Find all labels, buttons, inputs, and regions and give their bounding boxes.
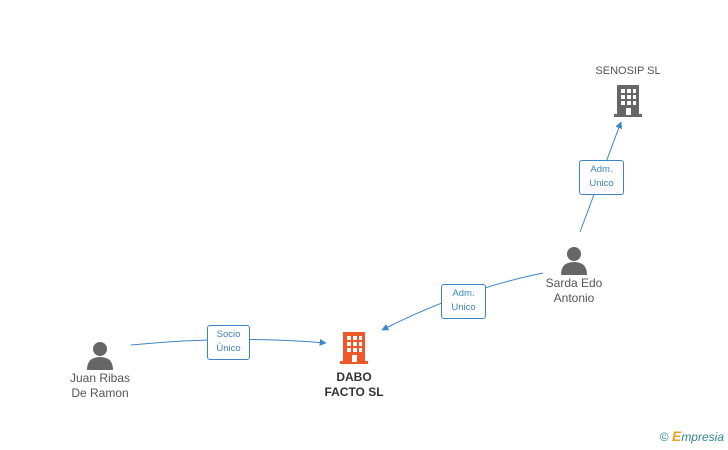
edge-label-sarda-senosip[interactable]: Adm. Unico [579,160,624,195]
edge-label-line2: Único [216,343,241,354]
brand-name: mpresia [681,430,724,444]
edge-label-line1: Adm. [590,164,613,175]
edge-label-line2: Unico [589,178,614,189]
edge-label-line1: Socio [216,329,241,340]
node-senosip[interactable]: SENOSIP SL [588,64,668,119]
node-sarda[interactable]: Sarda Edo Antonio [534,244,614,306]
node-dabo[interactable]: DABO FACTO SL [312,330,396,400]
node-dabo-label-line2: FACTO SL [324,385,384,399]
person-icon [87,342,113,370]
node-dabo-label-line1: DABO [336,370,372,384]
node-senosip-label: SENOSIP SL [595,65,661,77]
edge-label-juan-dabo[interactable]: Socio Único [207,325,250,360]
node-sarda-label-line1: Sarda Edo [545,276,603,290]
node-sarda-label-line2: Antonio [553,291,595,305]
building-icon [614,85,642,117]
node-juan-label-line1: Juan Ribas [69,371,131,385]
copyright-symbol: © [659,430,669,444]
building-icon [340,332,368,364]
empresia-logo: © Empresia [660,428,724,444]
person-icon [561,247,587,275]
edge-label-line2: Unico [451,302,476,313]
edge-label-line1: Adm. [452,288,475,299]
node-juan-label-line2: De Ramon [71,386,129,400]
edge-label-sarda-dabo[interactable]: Adm. Unico [441,284,486,319]
node-juan[interactable]: Juan Ribas De Ramon [58,339,142,401]
brand-initial: E [671,428,682,444]
